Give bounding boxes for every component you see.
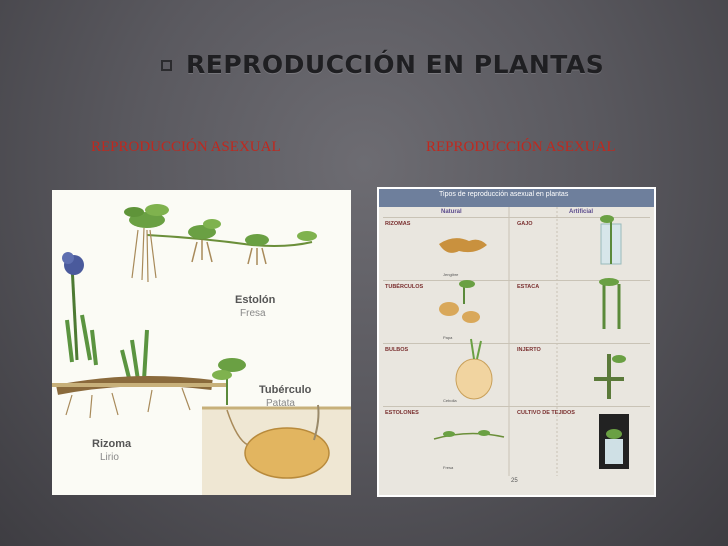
page-number: 25 [511, 478, 518, 484]
asexual-reproduction-illustration: Estolón Fresa Tubérculo Patata Rizoma Li… [52, 190, 351, 495]
row-artificial-title: CULTIVO DE TEJIDOS [517, 410, 575, 416]
row-natural-title: TUBÉRCULOS [385, 284, 424, 290]
row-natural-title: BULBOS [385, 347, 409, 353]
slide-title: REPRODUCCIÓN EN PLANTAS [186, 50, 605, 79]
column-natural: Natural [441, 209, 462, 215]
row-natural-caption: Fresa [443, 465, 454, 470]
row-natural-caption: Jengibre [443, 272, 459, 277]
row-artificial-title: INJERTO [517, 347, 541, 353]
table-row: TUBÉRCULOS Papa ESTACA [383, 280, 650, 343]
column-artificial: Artificial [569, 209, 594, 215]
label-tuberculo: Tubérculo [259, 384, 312, 396]
plants-drawing [52, 204, 351, 495]
label-estolon: Estolón [235, 294, 276, 306]
iris-rhizome-drawing [52, 252, 227, 419]
subtitle-left: REPRODUCCIÓN ASEXUAL [91, 139, 281, 155]
table-header-bar [379, 189, 654, 207]
row-natural-title: ESTOLONES [385, 410, 419, 416]
title-bullet [161, 60, 172, 71]
label-patata: Patata [266, 398, 295, 409]
asexual-reproduction-table: Tipos de reproducción asexual en plantas… [377, 187, 656, 497]
row-artificial-title: GAJO [517, 221, 533, 227]
potato-tuber-drawing [202, 358, 351, 495]
table-row: ESTOLONES Fresa CULTIVO DE TEJIDOS [383, 406, 650, 475]
row-natural-caption: Papa [443, 335, 453, 340]
row-natural-title: RIZOMAS [385, 221, 411, 227]
table-row: BULBOS Cebolla INJERTO [383, 343, 650, 406]
strawberry-stolon-drawing [124, 204, 317, 283]
label-rizoma: Rizoma [92, 438, 132, 450]
table-title: Tipos de reproducción asexual en plantas [439, 191, 569, 198]
row-artificial-title: ESTACA [517, 284, 540, 290]
row-natural-caption: Cebolla [443, 398, 457, 403]
table-row: RIZOMAS Jengibre GAJO [383, 217, 650, 280]
label-fresa: Fresa [240, 308, 266, 319]
label-lirio: Lirio [100, 452, 119, 463]
subtitle-right: REPRODUCCIÓN ASEXUAL [426, 139, 616, 155]
table-illustrations [433, 207, 629, 476]
